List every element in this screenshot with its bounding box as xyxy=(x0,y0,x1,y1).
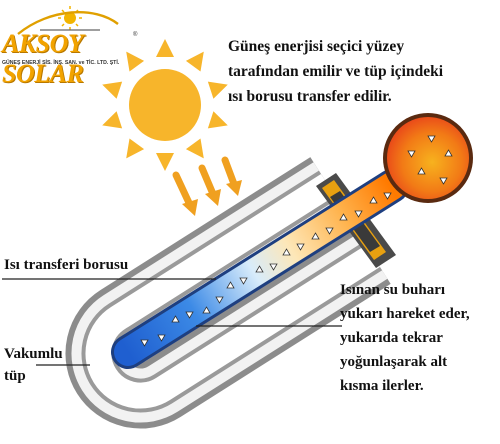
vacuum-tube xyxy=(65,157,391,429)
heat-arrow-icon xyxy=(221,156,242,196)
vapor-triangle-icon xyxy=(255,265,264,273)
vapor-triangle-icon xyxy=(417,167,426,175)
leader-lines xyxy=(2,278,342,366)
vapor-triangle-icon xyxy=(157,334,166,342)
vapor-triangle-icon xyxy=(439,177,448,185)
vapor-particles xyxy=(140,135,453,347)
caption-right-line: kısma ilerler. xyxy=(340,378,424,394)
label-vacuum-line: tüp xyxy=(4,368,26,384)
vapor-triangle-icon xyxy=(369,196,378,204)
caption-right: Isınan su buharı yukarı hareket eder, yu… xyxy=(340,278,500,398)
vapor-triangle-icon xyxy=(171,315,180,323)
label-vacuum-line: Vakumlu xyxy=(4,346,63,362)
label-vacuum-tube: Vakumlu tüp xyxy=(4,343,63,387)
caption-right-line: yoğunlaşarak alt xyxy=(340,354,448,370)
vapor-triangle-icon xyxy=(407,150,416,158)
vapor-triangle-icon xyxy=(269,263,278,271)
vapor-triangle-icon xyxy=(282,248,291,256)
svg-text:®: ® xyxy=(133,31,138,38)
caption-top: Güneş enerjisi seçici yüzey tarafından e… xyxy=(228,34,498,109)
caption-right-line: yukarıda tekrar xyxy=(340,330,443,346)
heat-arrow-icon xyxy=(172,171,198,216)
sun-icon xyxy=(102,39,228,171)
vapor-triangle-icon xyxy=(354,210,363,218)
caption-right-line: yukarı hareket eder, xyxy=(340,306,470,322)
caption-top-line: Güneş enerjisi seçici yüzey xyxy=(228,38,405,55)
vapor-triangle-icon xyxy=(239,277,248,285)
caption-top-line: tarafından emilir ve tüp içindeki xyxy=(228,63,444,80)
vapor-triangle-icon xyxy=(215,296,224,304)
condenser-bulb xyxy=(383,113,473,203)
vapor-triangle-icon xyxy=(325,227,334,235)
heat-arrow-icon xyxy=(198,164,221,206)
vapor-triangle-icon xyxy=(444,149,453,157)
logo-sun-icon xyxy=(17,6,119,35)
vapor-triangle-icon xyxy=(226,281,235,289)
vapor-triangle-icon xyxy=(202,306,211,314)
logo: ® xyxy=(17,6,138,38)
vapor-triangle-icon xyxy=(185,311,194,319)
caption-top-line: ısı borusu transfer edilir. xyxy=(228,88,392,105)
logo-subtitle: GÜNEŞ ENERJİ SİS. İNŞ. SAN. ve TİC. LTD.… xyxy=(2,60,120,66)
vapor-triangle-icon xyxy=(339,213,348,221)
vapor-triangle-icon xyxy=(140,339,149,347)
vapor-triangle-icon xyxy=(427,135,436,143)
logo-name: AKSOY SOLAR xyxy=(2,29,84,88)
vapor-triangle-icon xyxy=(296,243,305,251)
vapor-triangle-icon xyxy=(311,232,320,240)
label-heat-pipe: Isı transferi borusu xyxy=(4,257,129,273)
caption-right-line: Isınan su buharı xyxy=(340,282,446,298)
heat-arrows xyxy=(172,156,242,216)
vapor-triangle-icon xyxy=(383,192,392,200)
